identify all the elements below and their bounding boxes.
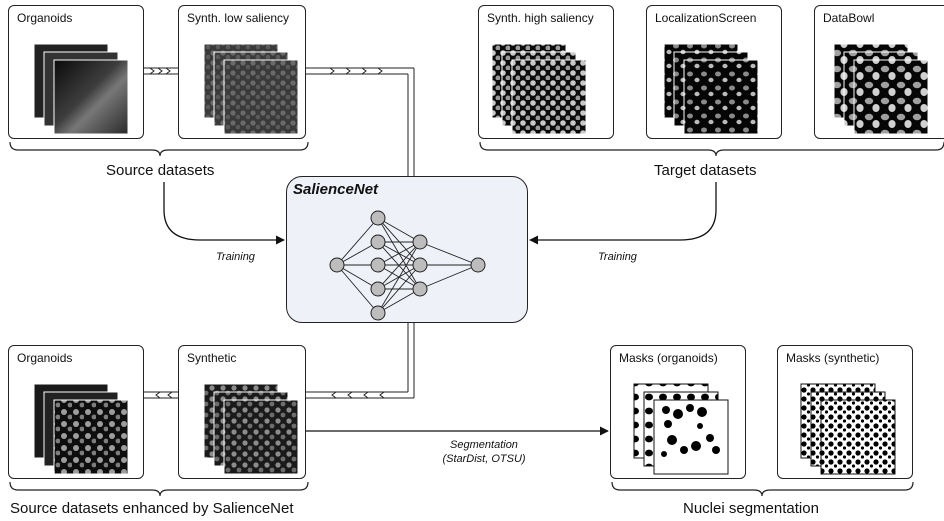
nn-node-hidden1 [370,305,386,321]
image-stack-organoids-enhanced [33,383,129,475]
card-title: Synthetic [187,351,237,365]
arrow-training-left [163,182,285,245]
card-title: Masks (organoids) [619,351,718,365]
card-title: LocalizationScreen [655,11,757,25]
card-title: Synth. high saliency [487,11,594,25]
nn-node-hidden1 [370,257,386,273]
card-title: DataBowl [823,11,875,25]
label-source-datasets: Source datasets [106,162,215,179]
label-segmentation-line2: (StarDist, OTSU) [442,453,526,465]
nn-node-hidden2 [412,281,428,297]
nn-node-hidden1 [370,281,386,297]
saliencenet-title: SalienceNet [293,181,379,198]
connector-source-to-net [144,67,415,176]
image-stack-synthetic-enhanced [203,383,299,475]
label-enhanced-datasets: Source datasets enhanced by SalienceNet [10,500,294,517]
label-segmentation-line1: Segmentation [450,439,518,451]
nn-node-hidden1 [370,210,386,226]
mask-stack-organoids [633,383,729,475]
label-nuclei-segmentation: Nuclei segmentation [683,500,819,517]
mask-stack-synthetic [800,383,896,475]
brace-nuclei [611,481,914,497]
nn-node-output [470,257,486,273]
nn-node-hidden1 [370,234,386,250]
neural-network-graph [329,210,486,321]
image-stack-synth-low [203,43,299,135]
saliencenet-box: SalienceNet [286,176,528,323]
card-title: Masks (synthetic) [786,351,880,365]
arrow-training-right [529,182,717,245]
card-title: Organoids [17,351,73,365]
image-stack-synth-high [491,43,587,135]
card-title: Organoids [17,11,73,25]
nn-node-hidden2 [412,234,428,250]
brace-target [479,141,944,157]
image-stack-localizationscreen [663,43,759,135]
image-stack-databowl [833,43,929,135]
label-segmentation: Segmentation (StarDist, OTSU) [414,438,554,466]
nn-node-input [329,257,345,273]
label-target-datasets: Target datasets [654,162,757,179]
image-stack-organoids-source [33,43,129,135]
card-title: Synth. low saliency [187,11,290,25]
brace-source [9,141,309,157]
brace-enhanced [9,481,309,497]
nn-node-hidden2 [412,257,428,273]
connector-net-to-enhanced [144,323,415,399]
label-training-left: Training [216,251,255,263]
label-training-right: Training [598,251,637,263]
